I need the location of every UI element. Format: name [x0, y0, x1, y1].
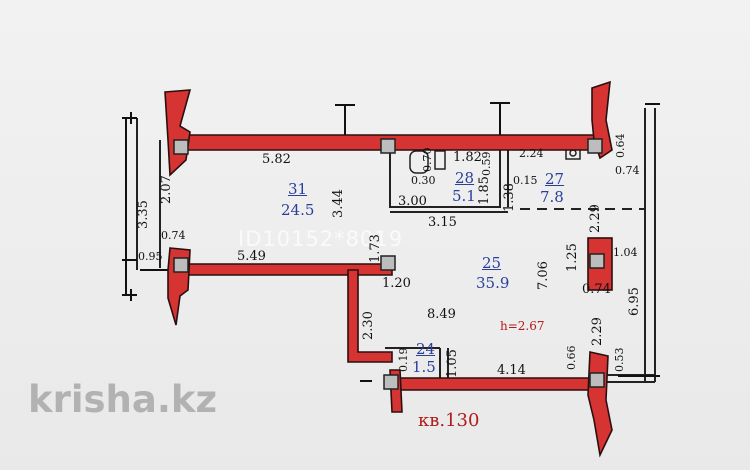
- dim-bottom-width: 4.14: [497, 363, 526, 378]
- bottom-bearing-wall: [394, 377, 599, 391]
- dim-right-mid-a: 2.29: [588, 204, 603, 233]
- room-28-number: 28: [455, 169, 475, 187]
- dim-entry-width: 1.05: [445, 349, 460, 378]
- dim-center-vert-a: 1.73: [368, 234, 383, 263]
- dim-living-mid-width: 5.49: [237, 249, 266, 264]
- dim-right-small-a: 0.66: [565, 345, 578, 371]
- dim-living-left-small-a: 0.74: [161, 229, 186, 242]
- site-logo: krisha.kz: [28, 378, 218, 421]
- listing-id-watermark: ID10152*8019: [238, 227, 404, 251]
- dim-right-small-b: 0.53: [613, 347, 626, 373]
- dim-living-left-total: 3.35: [136, 200, 151, 229]
- dim-right-lower: 2.29: [590, 317, 605, 346]
- dim-center-vert-c: 2.30: [361, 311, 376, 340]
- room-25-number: 25: [482, 254, 502, 272]
- dim-column-bottom: 0.74: [582, 282, 611, 297]
- room-25-area: 35.9: [476, 274, 510, 292]
- dim-living-left-small-b: 0.95: [138, 250, 163, 263]
- dim-bath-side: 1.38: [502, 183, 517, 212]
- dim-bath-small-left: 0.30: [411, 174, 436, 187]
- dim-bath-sub: 0.59: [480, 151, 493, 177]
- dim-bath-sub2: 0.15: [513, 174, 538, 187]
- dim-bath-small-gap: 0.70: [421, 147, 434, 173]
- room-24-number: 24: [416, 340, 436, 358]
- dim-column-h: 1.04: [613, 246, 638, 259]
- dim-center-vert-b: 1.20: [382, 276, 411, 291]
- dim-bath-bottom: 3.00: [398, 194, 427, 209]
- dim-entry-small: 0.19: [397, 347, 410, 373]
- ceiling-height-note: h=2.67: [500, 319, 545, 333]
- apartment-number: кв.130: [418, 410, 480, 431]
- room-31-area: 24.5: [281, 201, 315, 219]
- dim-right-top-a: 2.24: [519, 147, 544, 160]
- middle-bearing-wall: [181, 263, 393, 276]
- wall-joint-markers: [173, 138, 605, 390]
- dim-bath-height: 1.85: [477, 176, 492, 205]
- room-24-area: 1.5: [412, 358, 436, 376]
- dim-living-left-upper: 2.07: [159, 175, 174, 204]
- dim-living-height-inner: 3.44: [331, 189, 346, 218]
- dim-bath-width: 1.82: [453, 150, 482, 165]
- dim-right-top-c: 0.74: [615, 164, 640, 177]
- bottom-right-column: [587, 351, 613, 458]
- dim-right-total: 6.95: [627, 287, 642, 316]
- top-left-column: [164, 89, 192, 177]
- dim-hall-width: 3.15: [428, 215, 457, 230]
- dim-column-w: 1.25: [565, 243, 580, 272]
- center-bearing-wall: [347, 269, 393, 363]
- room-27-area: 7.8: [540, 188, 564, 206]
- dimension-ticks: [122, 102, 660, 382]
- dim-main-height: 7.06: [536, 261, 551, 290]
- room-28-area: 5.1: [452, 187, 476, 205]
- dim-right-top-b: 0.64: [614, 133, 627, 159]
- dim-main-width: 8.49: [427, 307, 456, 322]
- room-31-number: 31: [288, 180, 308, 198]
- room-27-number: 27: [545, 170, 565, 188]
- dim-living-top-width: 5.82: [262, 152, 291, 167]
